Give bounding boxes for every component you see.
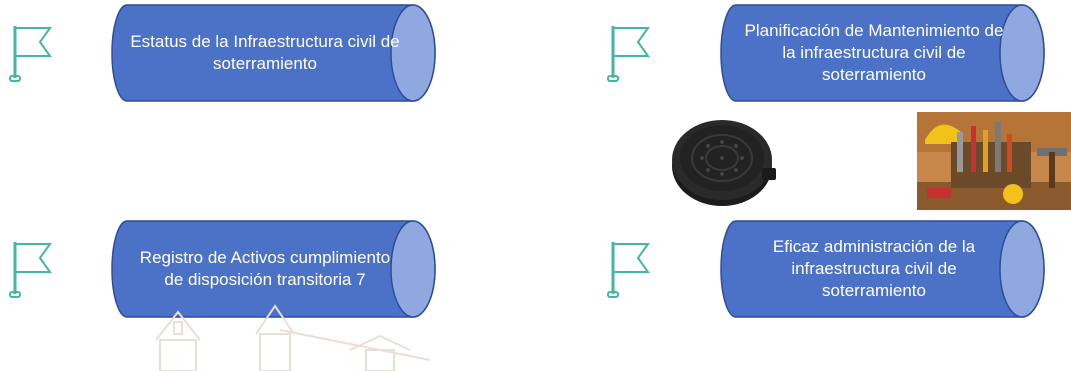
process-node: Estatus de la Infraestructura civil de s… bbox=[111, 4, 437, 102]
flag-icon bbox=[607, 26, 650, 82]
process-node: Planificación de Mantenimiento de la inf… bbox=[720, 4, 1046, 102]
node-label: Eficaz administración de la infraestruct… bbox=[772, 237, 976, 300]
process-node: Eficaz administración de la infraestruct… bbox=[720, 220, 1046, 318]
flag-icon bbox=[9, 242, 52, 298]
node-label: Registro de Activos cumplimiento de disp… bbox=[139, 248, 391, 289]
process-node: Registro de Activos cumplimiento de disp… bbox=[111, 220, 437, 318]
flag-icon bbox=[9, 26, 52, 82]
node-label: Estatus de la Infraestructura civil de s… bbox=[130, 32, 400, 73]
flag-icon bbox=[607, 242, 650, 298]
manhole-cover-icon bbox=[672, 120, 776, 206]
node-label: Planificación de Mantenimiento de la inf… bbox=[744, 21, 1004, 84]
watermark-building bbox=[155, 304, 431, 371]
toolbox-icon bbox=[917, 112, 1071, 210]
